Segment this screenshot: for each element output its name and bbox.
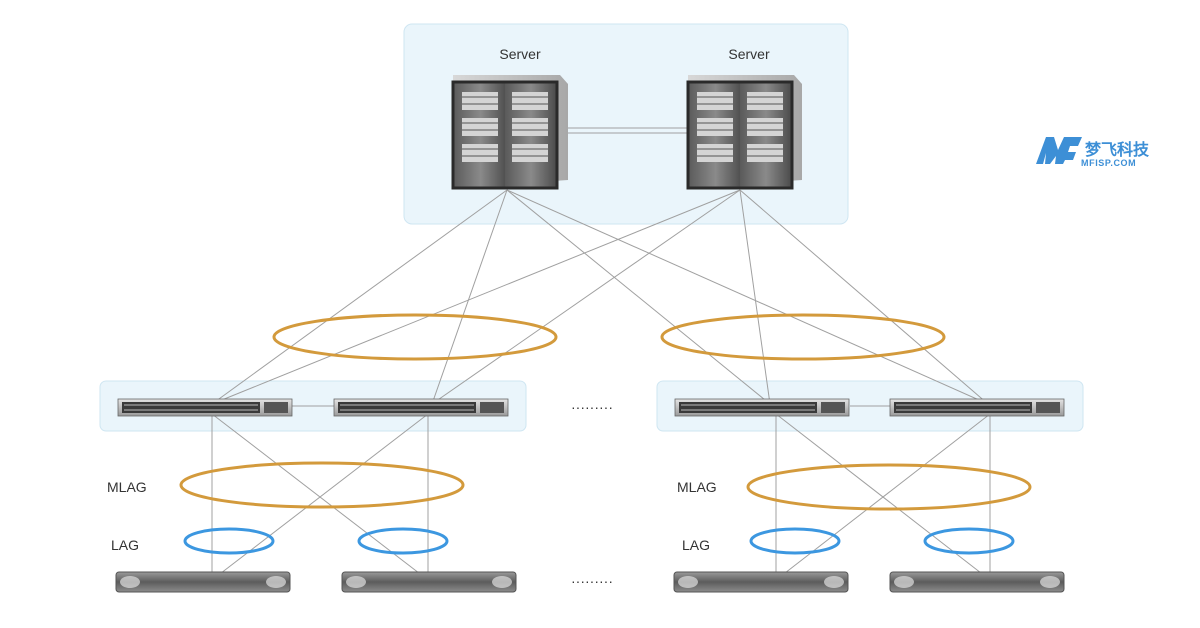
lag-ring-4 [923, 527, 1015, 555]
switch-ellipsis: ········· [571, 399, 613, 415]
server-label-left: Server [499, 46, 541, 62]
storage-array-1 [115, 571, 291, 593]
mlag-label-right: MLAG [677, 479, 717, 495]
mlag-label-left: MLAG [107, 479, 147, 495]
server-label-right: Server [728, 46, 770, 62]
storage-array-2 [341, 571, 517, 593]
mlag-ring-right [746, 463, 1032, 511]
lag-ring-2 [357, 527, 449, 555]
switch-4 [889, 398, 1065, 417]
storage-array-4 [889, 571, 1065, 593]
mlag-ring-upper-left [272, 313, 558, 361]
server-rack-left [451, 75, 568, 190]
server-rack-right [686, 75, 802, 190]
lag-label-right: LAG [682, 537, 710, 553]
storage-ellipsis: ········· [571, 573, 613, 589]
lag-ring-1 [183, 527, 275, 555]
switch-1 [117, 398, 293, 417]
switch-2 [333, 398, 509, 417]
logo-chinese-text: 梦飞科技 [1085, 140, 1150, 159]
lag-ring-3 [749, 527, 841, 555]
logo-mark-icon [1036, 137, 1082, 164]
lag-label-left: LAG [111, 537, 139, 553]
switch-3 [674, 398, 850, 417]
brand-logo: 梦飞科技 MFISP.COM [1036, 137, 1150, 168]
mlag-ring-left [179, 461, 465, 509]
mlag-ring-upper-right [660, 313, 946, 361]
storage-array-3 [673, 571, 849, 593]
logo-english-text: MFISP.COM [1081, 158, 1136, 168]
